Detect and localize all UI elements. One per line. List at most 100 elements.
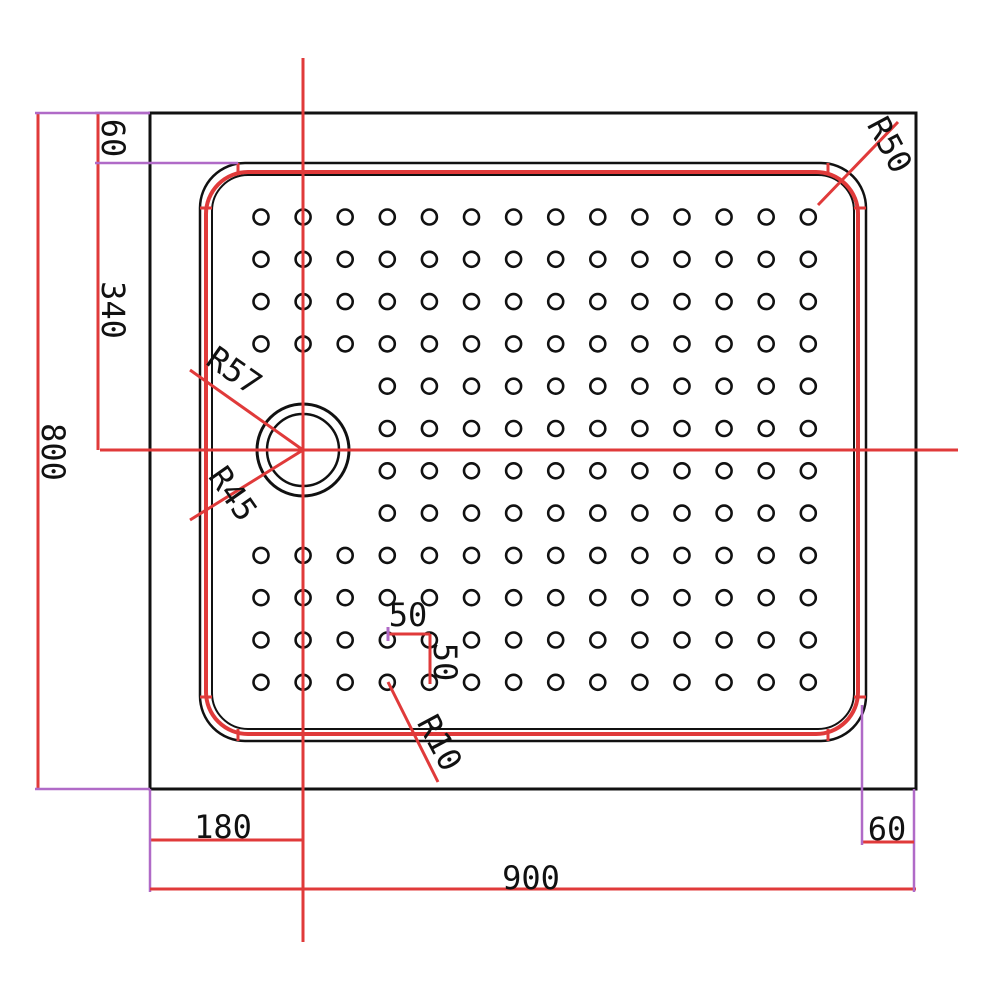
- drain-hole: [757, 504, 776, 522]
- drain-hole: [588, 673, 607, 692]
- drain-hole: [546, 673, 565, 692]
- drain-hole: [378, 377, 397, 396]
- drain-hole: [378, 461, 397, 480]
- drain-hole: [462, 631, 481, 649]
- drain-hole: [462, 377, 481, 396]
- drain-hole: [336, 673, 355, 692]
- drain-hole: [588, 588, 607, 607]
- drain-hole: [420, 504, 439, 522]
- corner-ticks: [200, 163, 866, 741]
- drain-hole: [336, 292, 355, 311]
- drain-hole: [378, 335, 397, 353]
- drain-hole: [504, 250, 523, 269]
- leader-r57: [189, 368, 304, 452]
- drain-hole: [631, 292, 649, 311]
- drain-hole: [546, 335, 565, 353]
- label-pitch-x-50: 50: [389, 596, 428, 634]
- drain-hole: [252, 546, 270, 565]
- drain-hole: [420, 461, 439, 480]
- drain-hole: [546, 588, 565, 607]
- label-r57: R57: [200, 339, 269, 403]
- drain-hole: [799, 588, 818, 607]
- drain-hole: [715, 461, 733, 480]
- drain-hole: [462, 335, 481, 353]
- drain-hole: [757, 419, 776, 438]
- drain-hole: [757, 377, 776, 396]
- drain-hole: [631, 631, 649, 649]
- drain-hole: [588, 419, 607, 438]
- drain-hole: [420, 588, 439, 607]
- drain-hole: [715, 292, 733, 311]
- drain-hole: [757, 546, 776, 565]
- drain-hole: [252, 631, 270, 649]
- drain-hole: [757, 250, 776, 269]
- drain-hole: [462, 673, 481, 692]
- drain-hole: [673, 504, 691, 522]
- drain-hole: [336, 250, 355, 269]
- drain-hole: [631, 335, 649, 353]
- drain-hole: [673, 208, 691, 226]
- drain-hole: [546, 208, 565, 226]
- drain-hole: [252, 208, 270, 226]
- drain-hole: [631, 461, 649, 480]
- drain-hole: [799, 504, 818, 522]
- leader-r45: [189, 448, 304, 522]
- drain-hole: [252, 335, 270, 353]
- label-top-rim-60: 60: [94, 119, 132, 158]
- drain-hole: [420, 335, 439, 353]
- drain-hole: [588, 504, 607, 522]
- drain-hole: [631, 377, 649, 396]
- drain-hole: [462, 504, 481, 522]
- drain-hole: [420, 250, 439, 269]
- drain-hole: [673, 631, 691, 649]
- drain-hole: [252, 588, 270, 607]
- drain-hole: [504, 673, 523, 692]
- drain-hole: [673, 377, 691, 396]
- drain-hole: [799, 546, 818, 565]
- drain-hole: [252, 250, 270, 269]
- drain-hole: [799, 673, 818, 692]
- drain-hole: [631, 250, 649, 269]
- drain-hole: [420, 377, 439, 396]
- drain-hole: [462, 461, 481, 480]
- drain-hole: [631, 546, 649, 565]
- drain-hole: [799, 250, 818, 269]
- drain-hole: [715, 588, 733, 607]
- drain-hole: [504, 377, 523, 396]
- drain-hole: [631, 419, 649, 438]
- label-800: 800: [34, 423, 72, 481]
- drain-hole: [252, 673, 270, 692]
- drain-hole: [588, 461, 607, 480]
- drain-hole: [378, 250, 397, 269]
- drain-hole: [378, 546, 397, 565]
- drain-hole: [462, 292, 481, 311]
- drain-hole: [546, 419, 565, 438]
- drain-hole: [420, 419, 439, 438]
- drain-hole: [588, 208, 607, 226]
- drain-hole: [462, 588, 481, 607]
- basin-outline-inner: [211, 174, 855, 730]
- drain-hole: [378, 292, 397, 311]
- drain-hole: [631, 208, 649, 226]
- drain-hole: [336, 546, 355, 565]
- drain-hole: [378, 208, 397, 226]
- basin-outline-outer: [198, 161, 868, 743]
- drain-hole: [252, 292, 270, 311]
- drain-hole: [336, 631, 355, 649]
- drain-hole: [546, 631, 565, 649]
- drain-hole-grid: [252, 208, 818, 692]
- drain-hole: [588, 546, 607, 565]
- basin-rim-red: [204, 170, 860, 736]
- drain-hole: [504, 419, 523, 438]
- drain-hole: [546, 461, 565, 480]
- drain-hole: [673, 250, 691, 269]
- drain-hole: [715, 631, 733, 649]
- drain-hole: [715, 673, 733, 692]
- drain-hole: [799, 377, 818, 396]
- drain-hole: [462, 419, 481, 438]
- drain-hole: [673, 546, 691, 565]
- drain-hole: [504, 335, 523, 353]
- label-180: 180: [194, 808, 252, 846]
- drain-hole: [588, 631, 607, 649]
